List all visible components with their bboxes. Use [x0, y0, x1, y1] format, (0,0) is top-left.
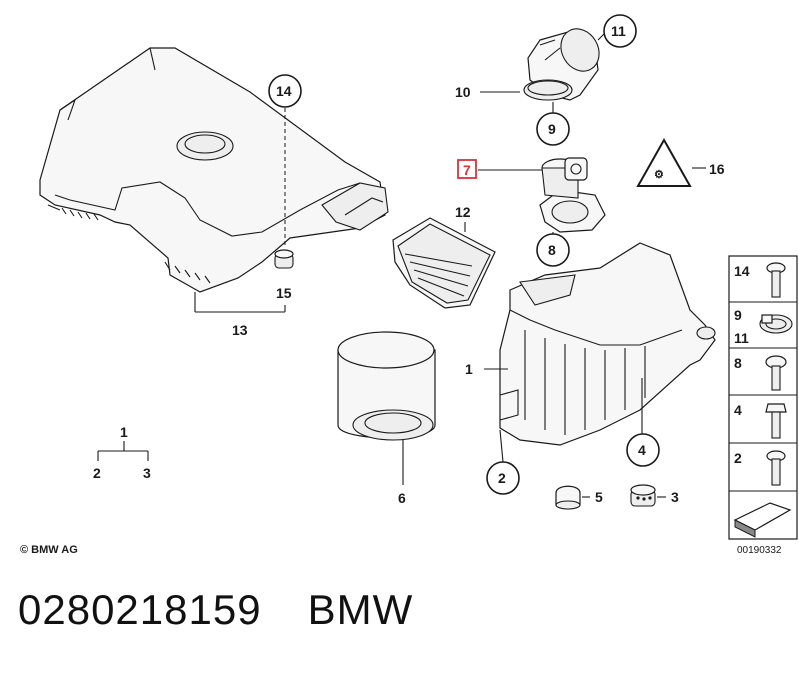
legend-row-9: 9 — [734, 307, 742, 323]
callout-1: 1 — [465, 361, 473, 377]
callout-3: 3 — [671, 489, 679, 505]
callout-4-circle — [626, 433, 660, 467]
callout-13: 13 — [232, 322, 248, 338]
callout-12: 12 — [455, 204, 471, 220]
callout-7-highlight-box — [457, 159, 477, 179]
footer-caption: 0280218159 BMW — [18, 586, 459, 634]
callout-10: 10 — [455, 84, 471, 100]
callout-5: 5 — [595, 489, 603, 505]
intake-boot-part — [523, 28, 600, 101]
callout-8: 8 — [548, 242, 556, 258]
callout-9-circle — [536, 112, 570, 146]
warning-label-icon: ⚙ — [636, 137, 692, 187]
callout-15: 15 — [276, 285, 292, 301]
part-number: 0280218159 — [18, 586, 262, 633]
grommet-part — [274, 249, 294, 269]
legend-row-14: 14 — [734, 263, 750, 279]
callout-9: 9 — [548, 121, 556, 137]
callout-2: 2 — [498, 470, 506, 486]
callout-6: 6 — [398, 490, 406, 506]
engine-cover-part — [39, 47, 389, 293]
tree-callout-1: 1 — [120, 424, 128, 440]
callout-11: 11 — [611, 23, 626, 39]
air-filter-housing-part — [499, 242, 716, 446]
callout-14-circle — [268, 74, 302, 108]
callout-14: 14 — [276, 83, 292, 99]
svg-text:⚙: ⚙ — [654, 169, 664, 181]
tree-callout-3: 3 — [143, 465, 151, 481]
legend-row-2: 2 — [734, 450, 742, 466]
callout-8-circle — [536, 233, 570, 267]
copyright-text: © BMW AG — [20, 544, 78, 556]
tree-callout-2: 2 — [93, 465, 101, 481]
rubber-mount-part — [630, 484, 656, 507]
callout-16: 16 — [709, 161, 725, 177]
legend-row-11: 11 — [734, 330, 749, 346]
callout-11-circle — [603, 14, 637, 48]
intake-duct-part — [392, 217, 496, 309]
callout-2-circle — [486, 461, 520, 495]
air-filter-element-part — [337, 331, 436, 441]
cap-part — [555, 485, 581, 510]
drawing-number: 00190332 — [737, 545, 782, 556]
legend-row-4: 4 — [734, 402, 742, 418]
callout-7: 7 — [463, 162, 471, 178]
legend-row-8: 8 — [734, 355, 742, 371]
mass-air-flow-sensor-part — [539, 157, 606, 233]
fastener-legend: 14 9 11 8 4 2 — [728, 255, 798, 540]
callout-4: 4 — [638, 442, 646, 458]
brand-name: BMW — [307, 586, 414, 633]
